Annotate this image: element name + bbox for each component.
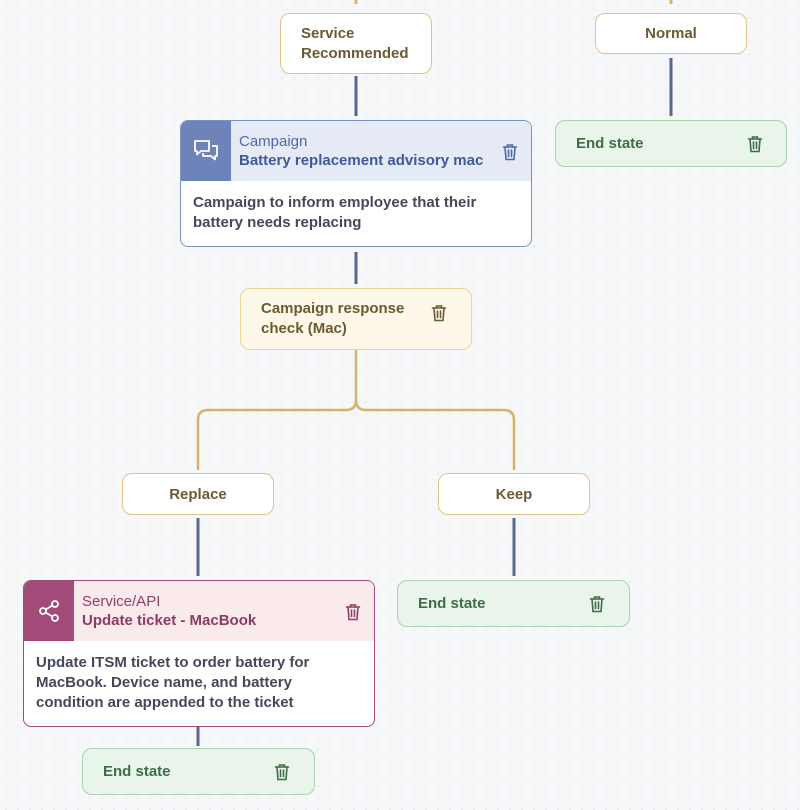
card-header: Service/API Update ticket - MacBook: [24, 581, 374, 641]
node-label: End state: [576, 135, 644, 152]
trash-icon[interactable]: [345, 603, 361, 621]
card-type-label: Service/API: [82, 593, 161, 610]
trash-icon[interactable]: [589, 595, 605, 613]
node-label: Service Recommended: [301, 24, 409, 62]
node-label: End state: [418, 595, 486, 612]
card-description: Update ITSM ticket to order battery for …: [36, 654, 310, 711]
node-label: End state: [103, 763, 171, 780]
node-normal[interactable]: Normal: [595, 13, 747, 54]
campaign-card[interactable]: Campaign Battery replacement advisory ma…: [180, 120, 532, 247]
node-end-state-normal[interactable]: End state: [555, 120, 787, 167]
trash-icon[interactable]: [431, 304, 447, 322]
node-label: Replace: [169, 485, 227, 503]
share-nodes-icon: [24, 581, 74, 641]
service-api-card[interactable]: Service/API Update ticket - MacBook Upda…: [23, 580, 375, 727]
card-header: Campaign Battery replacement advisory ma…: [181, 121, 531, 181]
node-replace[interactable]: Replace: [122, 473, 274, 515]
node-label: Campaign response check (Mac): [261, 300, 405, 337]
node-end-state-keep[interactable]: End state: [397, 580, 630, 627]
node-service-recommended[interactable]: Service Recommended: [280, 13, 432, 74]
trash-icon[interactable]: [747, 135, 763, 153]
node-label: Normal: [645, 25, 697, 42]
card-title: Update ticket - MacBook: [82, 612, 257, 629]
node-campaign-response-check[interactable]: Campaign response check (Mac): [240, 288, 472, 350]
card-type-label: Campaign: [239, 133, 308, 150]
connector-decision-branches: [196, 350, 516, 470]
trash-icon[interactable]: [502, 143, 518, 161]
node-keep[interactable]: Keep: [438, 473, 590, 515]
node-label: Keep: [495, 485, 533, 503]
card-description: Campaign to inform employee that their b…: [193, 194, 477, 231]
trash-icon[interactable]: [274, 763, 290, 781]
chat-bubbles-icon: [181, 121, 231, 181]
card-title: Battery replacement advisory mac: [239, 152, 484, 169]
node-end-state-service[interactable]: End state: [82, 748, 315, 795]
